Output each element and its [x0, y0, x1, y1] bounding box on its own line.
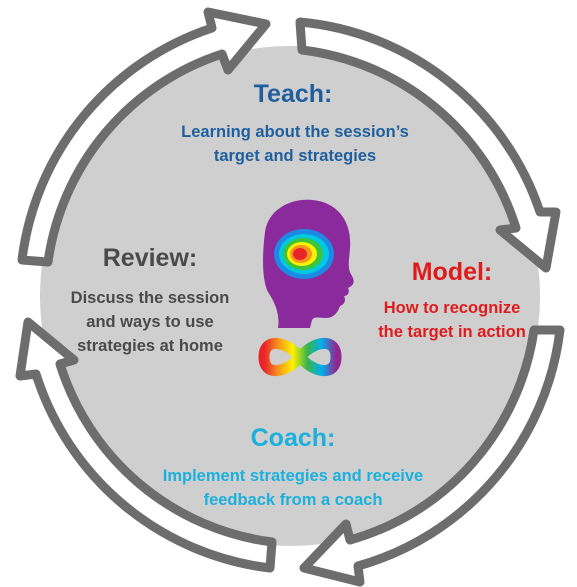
model-desc-line-2: the target in action: [378, 323, 526, 341]
coach-title: Coach:: [250, 424, 336, 452]
coach-description: Implement strategies and receive feedbac…: [138, 464, 448, 512]
teach-title: Teach:: [253, 80, 333, 108]
review-desc-line-2: and ways to use: [86, 313, 214, 331]
coach-desc-line-1: Implement strategies and receive: [162, 467, 424, 485]
model-title: Model:: [411, 258, 493, 286]
review-description: Discuss the session and ways to use stra…: [60, 286, 240, 358]
rainbow-infinity-icon: [258, 337, 342, 377]
review-title: Review:: [102, 244, 198, 272]
cycle-arrow-icon: [15, 317, 277, 573]
model-description: How to recognize the target in action: [372, 296, 532, 344]
teach-description: Learning about the session’s target and …: [150, 120, 440, 168]
model-desc-line-1: How to recognize: [383, 299, 521, 317]
teach-desc-line-2: target and strategies: [213, 147, 377, 165]
review-desc-line-1: Discuss the session: [70, 289, 230, 307]
teach-desc-line-1: Learning about the session’s: [181, 123, 409, 141]
review-desc-line-3: strategies at home: [77, 337, 223, 355]
cycle-arrow-icon: [295, 17, 561, 273]
cycle-arrow-icon: [17, 7, 271, 267]
child-head-brain-icon: [263, 199, 354, 328]
coach-desc-line-2: feedback from a coach: [203, 491, 383, 509]
cycle-arrow-icon: [299, 325, 565, 587]
